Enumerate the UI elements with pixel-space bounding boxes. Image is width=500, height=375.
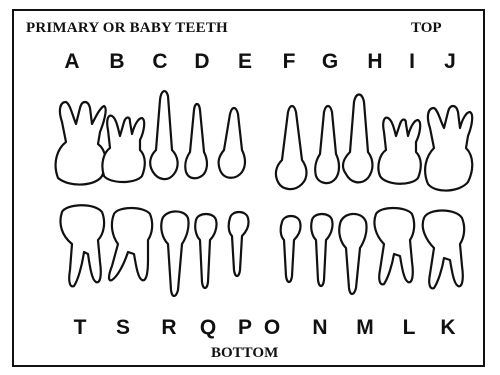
tooth-upper-d [185,104,207,178]
tooth-lower-k [423,211,464,289]
tooth-upper-f [276,106,307,189]
tooth-upper-g [315,106,339,183]
tooth-upper-h [343,95,372,183]
tooth-upper-a [56,102,106,185]
tooth-lower-q [195,214,216,288]
tooth-lower-p [229,212,249,276]
tooth-lower-o [281,216,301,282]
tooth-upper-i [378,118,420,184]
tooth-upper-b [102,116,144,182]
tooth-lower-s [109,208,152,280]
tooth-upper-e [219,108,245,178]
tooth-upper-j [425,106,472,191]
tooth-lower-l [374,208,414,284]
tooth-lower-t [60,205,104,286]
tooth-lower-n [311,214,332,286]
tooth-lower-m [339,214,366,294]
tooth-upper-c [150,91,177,179]
tooth-lower-r [161,211,188,296]
